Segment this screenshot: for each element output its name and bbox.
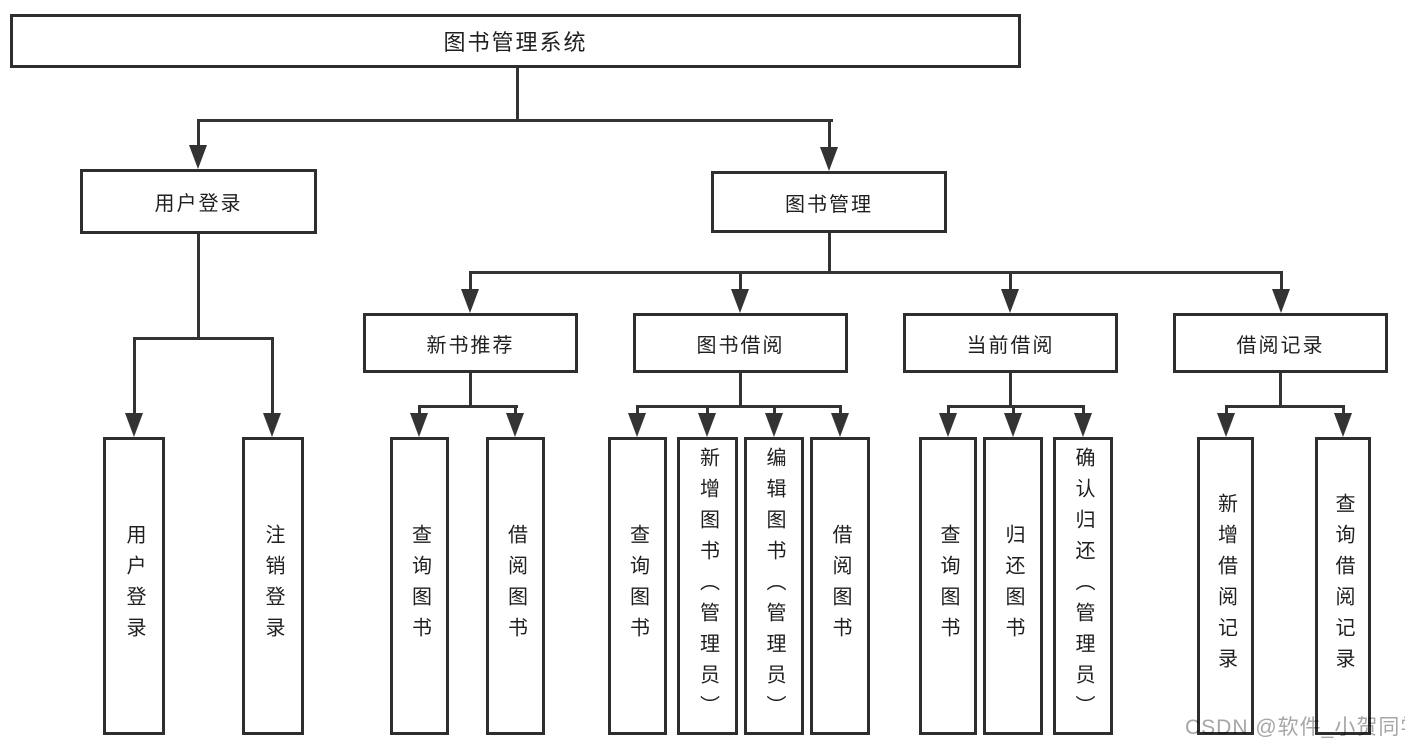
connector-vline bbox=[706, 405, 709, 415]
arrowhead-down-icon bbox=[1004, 413, 1022, 437]
leaf-borrow-add-book-admin: 新增图书（管理员） bbox=[677, 437, 738, 735]
node-root: 图书管理系统 bbox=[10, 14, 1021, 68]
connector-vline bbox=[1342, 405, 1345, 415]
connector-vline bbox=[1009, 373, 1012, 405]
arrowhead-down-icon bbox=[628, 413, 646, 437]
arrowhead-down-icon bbox=[731, 289, 749, 313]
arrowhead-down-icon bbox=[263, 413, 281, 437]
connector-vline bbox=[1009, 271, 1012, 291]
connector-vline bbox=[418, 405, 421, 415]
arrowhead-down-icon bbox=[189, 145, 207, 169]
leaf-recommend-query-book: 查询图书 bbox=[390, 437, 449, 735]
connector-vline bbox=[1225, 405, 1228, 415]
connector-hline bbox=[947, 405, 1085, 408]
arrowhead-down-icon bbox=[698, 413, 716, 437]
arrowhead-down-icon bbox=[831, 413, 849, 437]
connector-vline bbox=[947, 405, 950, 415]
connector-vline bbox=[636, 405, 639, 415]
leaf-user-login: 用户登录 bbox=[103, 437, 165, 735]
connector-hline bbox=[469, 271, 1283, 274]
connector-vline bbox=[828, 119, 831, 149]
connector-vline bbox=[197, 119, 200, 147]
arrowhead-down-icon bbox=[765, 413, 783, 437]
leaf-record-add: 新增借阅记录 bbox=[1197, 437, 1254, 735]
connector-vline bbox=[133, 337, 136, 415]
connector-vline bbox=[469, 271, 472, 291]
node-borrow-record: 借阅记录 bbox=[1173, 313, 1388, 373]
leaf-logout: 注销登录 bbox=[242, 437, 304, 735]
arrowhead-down-icon bbox=[820, 147, 838, 171]
arrowhead-down-icon bbox=[1272, 289, 1290, 313]
leaf-borrow-query-book: 查询图书 bbox=[608, 437, 667, 735]
connector-vline bbox=[469, 373, 472, 405]
connector-vline bbox=[1279, 373, 1282, 405]
arrowhead-down-icon bbox=[1001, 289, 1019, 313]
connector-vline bbox=[739, 271, 742, 291]
arrowhead-down-icon bbox=[125, 413, 143, 437]
node-book-management: 图书管理 bbox=[711, 171, 947, 233]
arrowhead-down-icon bbox=[461, 289, 479, 313]
leaf-current-confirm-return-admin: 确认归还（管理员） bbox=[1053, 437, 1113, 735]
leaf-current-query-book: 查询图书 bbox=[919, 437, 977, 735]
connector-hline bbox=[636, 405, 842, 408]
arrowhead-down-icon bbox=[939, 413, 957, 437]
connector-hline bbox=[418, 405, 518, 408]
connector-hline bbox=[133, 337, 274, 340]
connector-vline bbox=[828, 233, 831, 273]
arrowhead-down-icon bbox=[1217, 413, 1235, 437]
node-new-book-recommend: 新书推荐 bbox=[363, 313, 578, 373]
connector-vline bbox=[197, 234, 200, 337]
leaf-recommend-borrow-book: 借阅图书 bbox=[486, 437, 545, 735]
connector-vline bbox=[1082, 405, 1085, 415]
connector-vline bbox=[514, 405, 517, 415]
connector-vline bbox=[739, 373, 742, 405]
node-current-borrow: 当前借阅 bbox=[903, 313, 1118, 373]
leaf-borrow-borrow-book: 借阅图书 bbox=[810, 437, 870, 735]
leaf-borrow-edit-book-admin: 编辑图书（管理员） bbox=[744, 437, 804, 735]
connector-hline bbox=[197, 119, 833, 122]
arrowhead-down-icon bbox=[1074, 413, 1092, 437]
node-book-borrow: 图书借阅 bbox=[633, 313, 848, 373]
leaf-record-query: 查询借阅记录 bbox=[1315, 437, 1371, 735]
leaf-current-return-book: 归还图书 bbox=[983, 437, 1043, 735]
connector-vline bbox=[1280, 271, 1283, 291]
node-user-login: 用户登录 bbox=[80, 169, 317, 234]
arrowhead-down-icon bbox=[506, 413, 524, 437]
connector-vline bbox=[773, 405, 776, 415]
arrowhead-down-icon bbox=[1334, 413, 1352, 437]
connector-vline bbox=[1012, 405, 1015, 415]
connector-vline bbox=[516, 68, 519, 119]
connector-vline bbox=[839, 405, 842, 415]
connector-hline bbox=[1225, 405, 1345, 408]
connector-vline bbox=[271, 337, 274, 415]
watermark: CSDN @软件_小贺同学 bbox=[1185, 716, 1405, 739]
arrowhead-down-icon bbox=[410, 413, 428, 437]
